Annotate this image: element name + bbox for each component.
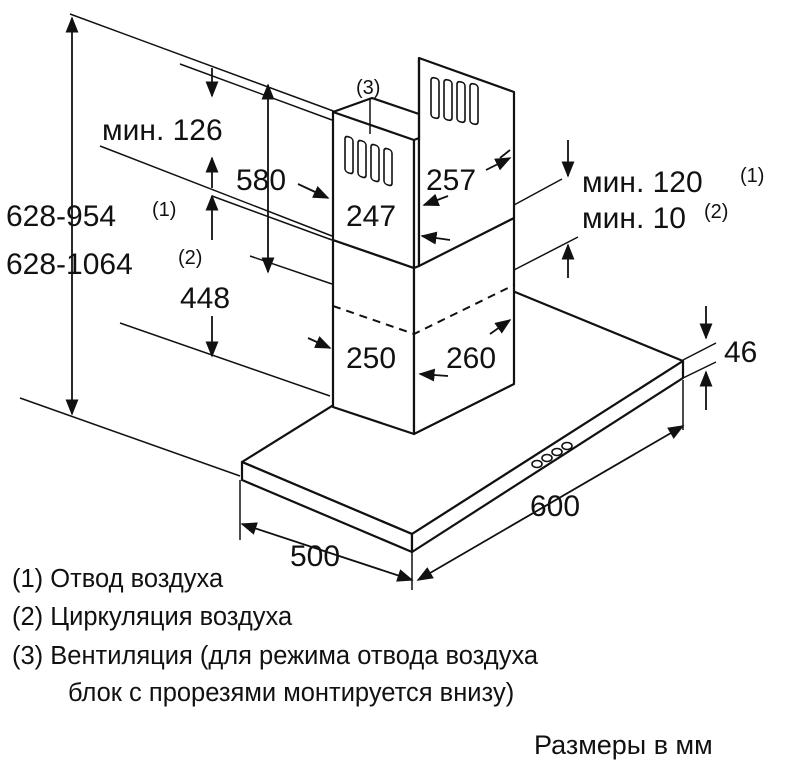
dim-range-1-note: (1) xyxy=(152,199,176,221)
legend-item-3: (3) Вентиляция (для режима отвода воздух… xyxy=(12,642,539,670)
dim-247: 247 xyxy=(346,200,396,233)
dim-250: 250 xyxy=(346,342,396,375)
dim-min-120: мин. 120 xyxy=(582,166,703,199)
dim-257: 257 xyxy=(426,164,476,197)
legend-item-3-continuation: блок с прорезями монтируется внизу) xyxy=(68,679,515,707)
dim-600: 600 xyxy=(530,490,580,523)
ventilation-slots-icon xyxy=(344,76,479,187)
dim-range-2: 628-1064 xyxy=(6,248,133,281)
chimney-overlap-line xyxy=(332,284,515,336)
dim-range-2-note: (2) xyxy=(178,247,202,269)
callout-3: (3) xyxy=(356,77,380,99)
dim-min-120-note: (1) xyxy=(740,165,764,187)
chimney-lower xyxy=(331,216,516,436)
dim-260: 260 xyxy=(446,342,496,375)
chimney-upper xyxy=(331,56,516,270)
legend-item-1: (1) Отвод воздуха xyxy=(12,565,224,593)
dim-46: 46 xyxy=(724,336,757,369)
legend-item-2: (2) Циркуляция воздуха xyxy=(12,603,293,631)
dimension-lines xyxy=(65,16,713,582)
dim-min-10: мин. 10 xyxy=(582,202,686,235)
dim-range-1: 628-954 xyxy=(6,200,116,233)
dim-min-126: мин. 126 xyxy=(102,114,223,147)
extension-lines xyxy=(19,13,717,590)
dim-448: 448 xyxy=(180,282,230,315)
units-note: Размеры в мм xyxy=(534,730,713,760)
dim-min-10-note: (2) xyxy=(704,201,728,223)
dim-500: 500 xyxy=(290,540,340,573)
dim-580: 580 xyxy=(236,164,286,197)
